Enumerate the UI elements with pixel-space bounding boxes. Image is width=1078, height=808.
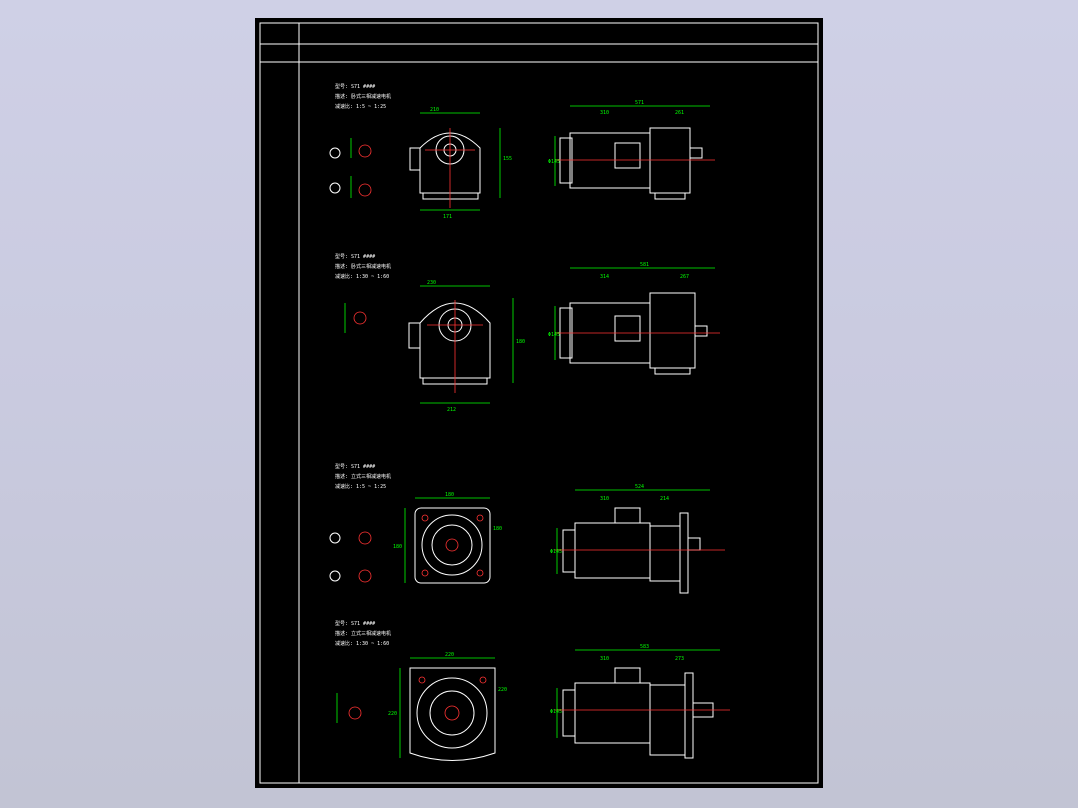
- front-height-dim: 155: [503, 156, 512, 162]
- front-view: 210 171 155: [409, 107, 512, 220]
- front-height-dim: 180: [516, 339, 525, 345]
- view-4: 型号: S71 #### 描述: 立式三相减速电机 减速比: 1:30 ~ 1:…: [335, 620, 730, 761]
- view-4-desc: 描述: 立式三相减速电机: [335, 630, 391, 637]
- side-a-dim: 314: [600, 274, 609, 280]
- front-height-dim: 220: [388, 711, 397, 717]
- front-view: 220 220 220: [388, 652, 507, 761]
- view-3: 型号: S71 #### 描述: 立式三相减速电机 减速比: 1:5 ~ 1:2…: [329, 463, 725, 594]
- side-dia-dim: Φ145: [548, 332, 560, 338]
- shaft-key-detail: [344, 303, 367, 333]
- view-1-desc: 描述: 卧式三相减速电机: [335, 93, 391, 100]
- side-a-dim: 310: [600, 496, 609, 502]
- view-4-model: 型号: S71 ####: [335, 620, 375, 627]
- front-top-dim: 220: [445, 652, 454, 658]
- front-width-dim: 212: [447, 407, 456, 413]
- side-b-dim: 267: [680, 274, 689, 280]
- side-view: 581 314 267 Φ145: [548, 262, 720, 375]
- front-view: 230 212 180: [408, 280, 525, 413]
- side-b-dim: 261: [675, 110, 684, 116]
- front-width-dim: 171: [443, 214, 452, 220]
- side-dia-dim: Φ145: [548, 159, 560, 165]
- front-top-dim: 180: [445, 492, 454, 498]
- view-3-desc: 描述: 立式三相减速电机: [335, 473, 391, 480]
- view-1: 型号: S71 #### 描述: 卧式三相减速电机 减速比: 1:5 ~ 1:2…: [329, 83, 715, 220]
- view-2-desc: 描述: 卧式三相减速电机: [335, 263, 391, 270]
- view-2-model: 型号: S71 ####: [335, 253, 375, 260]
- side-view: 583 310 273 Φ145: [550, 644, 730, 759]
- cad-drawing: 型号: S71 #### 描述: 卧式三相减速电机 减速比: 1:5 ~ 1:2…: [259, 22, 819, 784]
- view-1-ratio: 减速比: 1:5 ~ 1:25: [335, 103, 386, 110]
- shaft-key-detail: [329, 531, 372, 583]
- shaft-key-detail: [336, 693, 362, 723]
- side-total-dim: 571: [635, 100, 644, 106]
- view-2-ratio: 减速比: 1:30 ~ 1:60: [335, 273, 389, 280]
- side-a-dim: 310: [600, 656, 609, 662]
- front-top-dim: 230: [427, 280, 436, 286]
- front-width-dim: 220: [498, 687, 507, 693]
- side-dia-dim: Φ145: [550, 549, 562, 555]
- view-1-model: 型号: S71 ####: [335, 83, 375, 90]
- side-dia-dim: Φ145: [550, 709, 562, 715]
- side-b-dim: 273: [675, 656, 684, 662]
- view-3-model: 型号: S71 ####: [335, 463, 375, 470]
- side-total-dim: 583: [640, 644, 649, 650]
- drawing-sheet: 型号: S71 #### 描述: 卧式三相减速电机 减速比: 1:5 ~ 1:2…: [255, 18, 823, 788]
- side-view: 571 310 261 Φ145: [548, 100, 715, 200]
- view-3-ratio: 减速比: 1:5 ~ 1:25: [335, 483, 386, 490]
- side-a-dim: 310: [600, 110, 609, 116]
- side-total-dim: 581: [640, 262, 649, 268]
- view-4-ratio: 减速比: 1:30 ~ 1:60: [335, 640, 389, 647]
- side-total-dim: 524: [635, 484, 644, 490]
- front-width-dim: 180: [493, 526, 502, 532]
- front-top-dim: 210: [430, 107, 439, 113]
- front-height-dim: 180: [393, 544, 402, 550]
- side-b-dim: 214: [660, 496, 669, 502]
- shaft-key-detail: [329, 138, 372, 198]
- front-view: 180 180 180: [393, 492, 502, 584]
- outer-frame: [259, 22, 819, 784]
- side-view: 524 310 214 Φ145: [550, 484, 725, 594]
- view-2: 型号: S71 #### 描述: 卧式三相减速电机 减速比: 1:30 ~ 1:…: [335, 253, 720, 413]
